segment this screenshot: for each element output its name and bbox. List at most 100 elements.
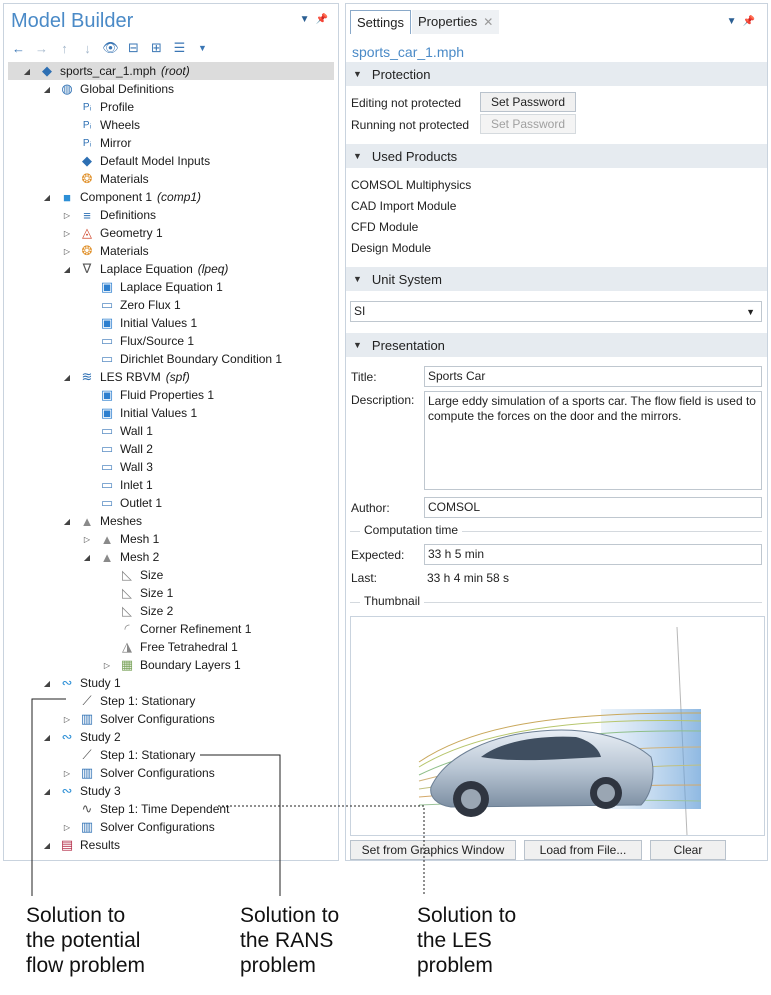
tree-item[interactable]: ▷▥Solver Configurations bbox=[4, 710, 334, 728]
collapse-all-icon[interactable]: ⊟ bbox=[128, 40, 139, 55]
tree-item[interactable]: ▭Flux/Source 1 bbox=[4, 332, 334, 350]
move-up-icon[interactable]: ↑ bbox=[61, 40, 68, 56]
expanded-triangle-icon[interactable]: ◢ bbox=[43, 732, 51, 742]
section-presentation[interactable]: ▼Presentation bbox=[346, 333, 767, 357]
show-icon[interactable]: 👁 bbox=[102, 40, 119, 55]
tree-item[interactable]: ◜Corner Refinement 1 bbox=[4, 620, 334, 638]
tree-item[interactable]: ◢▤Results bbox=[4, 836, 334, 854]
pin-icon[interactable]: 📌 bbox=[742, 16, 761, 27]
author-field[interactable]: COMSOL bbox=[424, 497, 762, 518]
tree-item[interactable]: ∿Step 1: Time Dependent bbox=[4, 800, 334, 818]
tree-item[interactable]: ▭Wall 1 bbox=[4, 422, 334, 440]
close-icon[interactable]: ✕ bbox=[483, 15, 494, 29]
tree-item[interactable]: ◢≋LES RBVM(spf) bbox=[4, 368, 334, 386]
tree-item[interactable]: ▭Dirichlet Boundary Condition 1 bbox=[4, 350, 334, 368]
expanded-triangle-icon[interactable]: ◢ bbox=[83, 552, 91, 562]
expanded-triangle-icon[interactable]: ◢ bbox=[43, 84, 51, 94]
forward-arrow-icon[interactable]: → bbox=[35, 40, 48, 56]
panel-menu-icons[interactable]: ▼📌 bbox=[727, 16, 761, 27]
tree-item[interactable]: ▭Wall 2 bbox=[4, 440, 334, 458]
expanded-triangle-icon[interactable]: ◢ bbox=[23, 66, 31, 76]
tree-item-label: Global Definitions bbox=[80, 82, 175, 96]
tree-item[interactable]: ▷▥Solver Configurations bbox=[4, 818, 334, 836]
tree-item[interactable]: ◮Free Tetrahedral 1 bbox=[4, 638, 334, 656]
clear-button[interactable]: Clear bbox=[650, 840, 726, 860]
move-down-icon[interactable]: ↓ bbox=[84, 40, 91, 56]
tree-item[interactable]: ◢∾Study 3 bbox=[4, 782, 334, 800]
tree-item[interactable]: ▷❂Materials bbox=[4, 242, 334, 260]
tree-item[interactable]: ▣Laplace Equation 1 bbox=[4, 278, 334, 296]
panel-menu-icons[interactable]: ▼📌 bbox=[300, 14, 334, 25]
tree-item[interactable]: ▣Fluid Properties 1 bbox=[4, 386, 334, 404]
tree-item[interactable]: ◢◆sports_car_1.mph(root) bbox=[8, 62, 334, 80]
tree-item[interactable]: ▣Initial Values 1 bbox=[4, 404, 334, 422]
expanded-triangle-icon[interactable]: ◢ bbox=[43, 192, 51, 202]
boundary-feature-icon: ▭ bbox=[100, 297, 114, 312]
tree-item[interactable]: ⟋Step 1: Stationary bbox=[4, 746, 334, 764]
tree-item[interactable]: ▷≡Definitions bbox=[4, 206, 334, 224]
section-unit-system[interactable]: ▼Unit System bbox=[346, 267, 767, 291]
tree-item[interactable]: ▷◬Geometry 1 bbox=[4, 224, 334, 242]
parameter-icon: Pᵢ bbox=[82, 101, 92, 113]
expanded-triangle-icon[interactable]: ◢ bbox=[43, 840, 51, 850]
tree-item[interactable]: ▣Initial Values 1 bbox=[4, 314, 334, 332]
collapsed-triangle-icon[interactable]: ▷ bbox=[63, 210, 71, 220]
tree-item[interactable]: ◆Default Model Inputs bbox=[4, 152, 334, 170]
tree-item[interactable]: ◢■Component 1(comp1) bbox=[4, 188, 334, 206]
tree-item-label: Outlet 1 bbox=[120, 496, 163, 510]
collapsed-triangle-icon[interactable]: ▷ bbox=[63, 768, 71, 778]
title-field[interactable]: Sports Car bbox=[424, 366, 762, 387]
dropdown-menu-icon[interactable]: ▼ bbox=[299, 14, 316, 25]
collapsed-triangle-icon[interactable]: ▷ bbox=[83, 534, 91, 544]
unit-system-select[interactable]: SI ▼ bbox=[350, 301, 762, 322]
collapsed-triangle-icon[interactable]: ▷ bbox=[63, 714, 71, 724]
dropdown-menu-icon[interactable]: ▼ bbox=[726, 16, 743, 27]
collapsed-triangle-icon[interactable]: ▷ bbox=[63, 228, 71, 238]
tree-item[interactable]: ▭Inlet 1 bbox=[4, 476, 334, 494]
tree-item[interactable]: ▭Outlet 1 bbox=[4, 494, 334, 512]
tab-properties[interactable]: Properties✕ bbox=[412, 10, 500, 34]
tree-item[interactable]: ⟋Step 1: Stationary bbox=[4, 692, 334, 710]
tree-item[interactable]: ◺Size 1 bbox=[4, 584, 334, 602]
tab-settings[interactable]: Settings bbox=[350, 10, 411, 34]
tree-item[interactable]: ◢∾Study 2 bbox=[4, 728, 334, 746]
expanded-triangle-icon[interactable]: ◢ bbox=[43, 678, 51, 688]
tree-item[interactable]: ▷▲Mesh 1 bbox=[4, 530, 334, 548]
tree-item[interactable]: ◢▲Mesh 2 bbox=[4, 548, 334, 566]
section-used-products[interactable]: ▼Used Products bbox=[346, 144, 767, 168]
load-from-file-button[interactable]: Load from File... bbox=[524, 840, 642, 860]
tree-item[interactable]: ◺Size 2 bbox=[4, 602, 334, 620]
tree-item[interactable]: ◢∾Study 1 bbox=[4, 674, 334, 692]
expanded-triangle-icon[interactable]: ◢ bbox=[63, 516, 71, 526]
tree-item[interactable]: ▭Wall 3 bbox=[4, 458, 334, 476]
pin-icon[interactable]: 📌 bbox=[315, 14, 334, 25]
expanded-triangle-icon[interactable]: ◢ bbox=[43, 786, 51, 796]
collapsed-triangle-icon[interactable]: ▷ bbox=[63, 246, 71, 256]
expanded-triangle-icon[interactable]: ◢ bbox=[63, 372, 71, 382]
expected-time-field[interactable]: 33 h 5 min bbox=[424, 544, 762, 565]
chevron-down-icon[interactable]: ▼ bbox=[198, 43, 207, 53]
expanded-triangle-icon[interactable]: ◢ bbox=[63, 264, 71, 274]
expand-all-icon[interactable]: ⊞ bbox=[151, 40, 162, 55]
list-options-icon[interactable]: ☰ bbox=[173, 40, 186, 55]
tree-item[interactable]: ▭Zero Flux 1 bbox=[4, 296, 334, 314]
tree-item-label: Step 1: Stationary bbox=[100, 694, 196, 708]
description-field[interactable]: Large eddy simulation of a sports car. T… bbox=[424, 391, 762, 490]
tree-item[interactable]: ▷▥Solver Configurations bbox=[4, 764, 334, 782]
tree-item[interactable]: ▷▦Boundary Layers 1 bbox=[4, 656, 334, 674]
tree-item[interactable]: ◢▲Meshes bbox=[4, 512, 334, 530]
tree-item[interactable]: ◺Size bbox=[4, 566, 334, 584]
set-from-graphics-window-button[interactable]: Set from Graphics Window bbox=[350, 840, 516, 860]
collapsed-triangle-icon[interactable]: ▷ bbox=[103, 660, 111, 670]
collapsed-triangle-icon[interactable]: ▷ bbox=[63, 822, 71, 832]
tree-item[interactable]: ◢◍Global Definitions bbox=[4, 80, 334, 98]
back-arrow-icon[interactable]: ← bbox=[12, 40, 25, 56]
set-editing-password-button[interactable]: Set Password bbox=[480, 92, 576, 112]
tree-item[interactable]: ◢∇Laplace Equation(lpeq) bbox=[4, 260, 334, 278]
tree-item[interactable]: ❂Materials bbox=[4, 170, 334, 188]
section-protection[interactable]: ▼Protection bbox=[346, 62, 767, 86]
set-running-password-button[interactable]: Set Password bbox=[480, 114, 576, 134]
